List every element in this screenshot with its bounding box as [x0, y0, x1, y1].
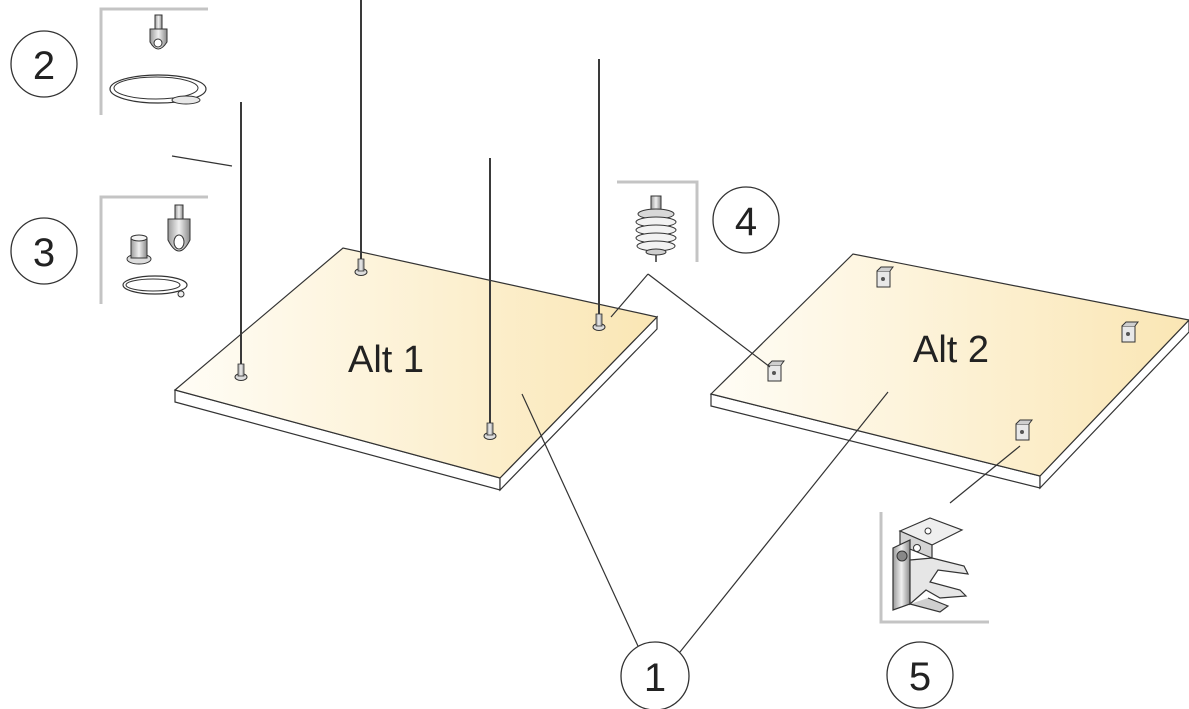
panel-alt-1-label: Alt 1 [348, 339, 424, 381]
callout-4-number: 4 [735, 200, 757, 244]
wire-anchor-icon [354, 258, 368, 276]
wire-anchor-icon [234, 363, 248, 381]
clip-icon [1015, 419, 1033, 441]
clip-icon [767, 360, 785, 382]
clip-icon [876, 266, 894, 288]
panel-alt-2: Alt 2 [709, 253, 1189, 490]
spring-hanger-icon [635, 195, 677, 262]
bracket-clip-icon [892, 517, 970, 613]
suspension-wires [240, 0, 600, 428]
callout-1-number: 1 [644, 656, 666, 700]
callout-2-number: 2 [33, 44, 55, 88]
callout-4: 4 [617, 180, 780, 262]
panel-alt-2-label: Alt 2 [913, 329, 989, 371]
panel-alt-1: Alt 1 [173, 247, 659, 492]
wire-anchor-icon [592, 313, 606, 331]
callout-5: 5 [879, 512, 989, 709]
wire-anchor-icon [483, 422, 497, 440]
panel-clips [767, 266, 1139, 441]
callout-5-number: 5 [909, 655, 931, 699]
gripper-and-wire-icon [122, 204, 191, 298]
leader-lines [171, 155, 1021, 658]
wire-anchor-points [234, 258, 606, 440]
callout-2: 2 [10, 7, 208, 115]
panel-alt-2-top [709, 253, 1189, 477]
callout-3-number: 3 [33, 231, 55, 275]
hook-with-wire-icon [109, 14, 207, 105]
callout-3: 3 [10, 195, 208, 304]
panel-alt-1-top [173, 247, 659, 479]
callout-1: 1 [620, 641, 690, 709]
clip-icon [1121, 321, 1139, 343]
